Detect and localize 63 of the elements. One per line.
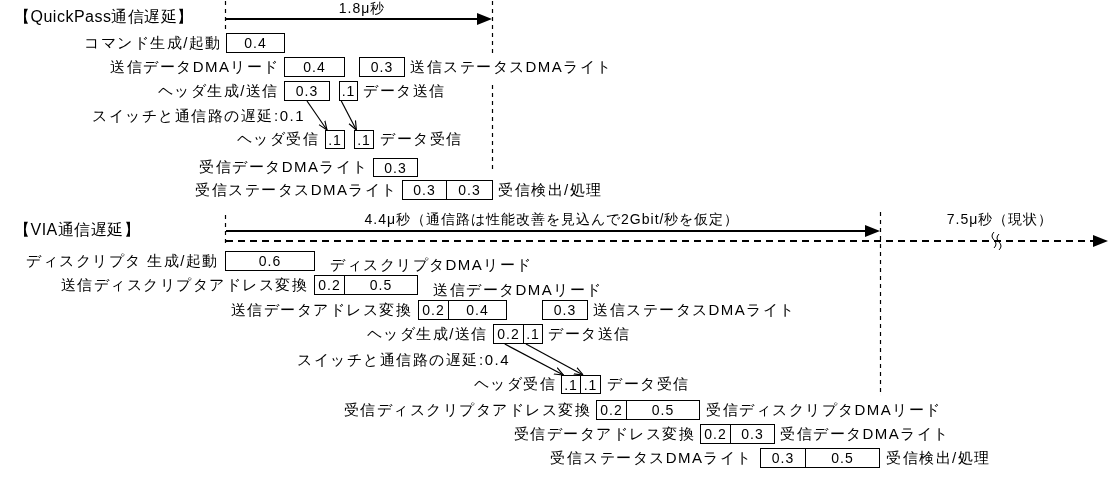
duration-box: .1: [325, 130, 345, 149]
duration-box: 0.5: [344, 275, 418, 295]
step-label: 受信データアドレス変換: [513, 424, 695, 444]
duration-box: 0.3: [402, 180, 447, 200]
step-label: 受信検出/処理: [498, 180, 603, 200]
duration-box: 0.4: [226, 33, 285, 53]
section-heading: 【VIA通信遅延】: [14, 220, 141, 240]
step-label: ディスクリプタDMAリード: [330, 255, 533, 275]
step-label: 送信データアドレス変換: [230, 300, 412, 320]
step-label: 受信ステータスDMAライト: [195, 180, 398, 200]
duration-box: 0.4: [284, 57, 345, 77]
duration-label: 4.4μ秒（通信路は性能改善を見込んで2Gbit/秒を仮定）: [364, 210, 740, 229]
step-label: 送信ディスクリプタアドレス変換: [60, 275, 308, 295]
step-label: 受信ディスクリプタDMAリード: [706, 400, 942, 420]
step-label: 受信データDMAライト: [199, 157, 369, 177]
duration-box: .1: [339, 81, 358, 101]
step-label: ヘッダ生成/送信: [366, 324, 488, 344]
duration-box: 0.5: [626, 400, 700, 420]
duration-label: 7.5μ秒（現状）: [946, 210, 1054, 229]
step-label: データ受信: [607, 374, 690, 394]
duration-label: 1.8μ秒: [338, 0, 386, 18]
step-label: 送信ステータスDMAライト: [593, 300, 796, 320]
duration-box: 0.2: [418, 300, 449, 320]
duration-box: 0.3: [542, 300, 588, 320]
duration-box: 0.3: [446, 180, 493, 200]
step-label: データ送信: [548, 324, 631, 344]
step-label: データ送信: [363, 81, 446, 101]
duration-box: 0.3: [284, 81, 330, 101]
section-heading: 【QuickPass通信遅延】: [14, 7, 194, 27]
step-label: データ受信: [380, 129, 463, 149]
duration-box: .1: [523, 324, 543, 344]
duration-box: .1: [354, 130, 374, 149]
step-label: 送信データDMAリード: [110, 57, 280, 77]
delay-note: スイッチと通信路の遅延:0.4: [297, 350, 510, 370]
arrow: [525, 343, 584, 376]
duration-box: .1: [561, 375, 581, 394]
step-label: ディスクリプタ 生成/起動: [26, 251, 219, 271]
duration-box: 0.2: [314, 275, 345, 295]
duration-box: 0.4: [448, 300, 507, 320]
duration-box: 0.3: [373, 158, 418, 177]
duration-box: 0.2: [700, 424, 731, 444]
duration-box: 0.2: [596, 400, 627, 420]
step-label: ヘッダ受信: [473, 374, 556, 394]
duration-box: 0.2: [493, 324, 524, 344]
step-label: ヘッダ生成/送信: [157, 81, 279, 101]
step-label: 送信データDMAリード: [433, 280, 603, 300]
duration-box: .1: [580, 375, 601, 394]
step-label: 受信ディスクリプタアドレス変換: [343, 400, 591, 420]
step-label: ヘッダ受信: [236, 129, 319, 149]
step-label: 受信データDMAライト: [780, 424, 950, 444]
step-label: コマンド生成/起動: [84, 33, 222, 53]
duration-box: 0.5: [805, 448, 880, 468]
duration-box: 0.3: [760, 448, 806, 468]
duration-box: 0.3: [359, 57, 405, 77]
duration-box: 0.6: [225, 251, 315, 271]
arrow: [340, 100, 357, 131]
arrow: [504, 343, 564, 376]
duration-box: 0.3: [730, 424, 775, 444]
arrow: [306, 100, 328, 131]
delay-note: スイッチと通信路の遅延:0.1: [92, 106, 305, 126]
step-label: 送信ステータスDMAライト: [410, 57, 613, 77]
step-label: 受信検出/処理: [886, 448, 991, 468]
step-label: 受信ステータスDMAライト: [550, 448, 753, 468]
